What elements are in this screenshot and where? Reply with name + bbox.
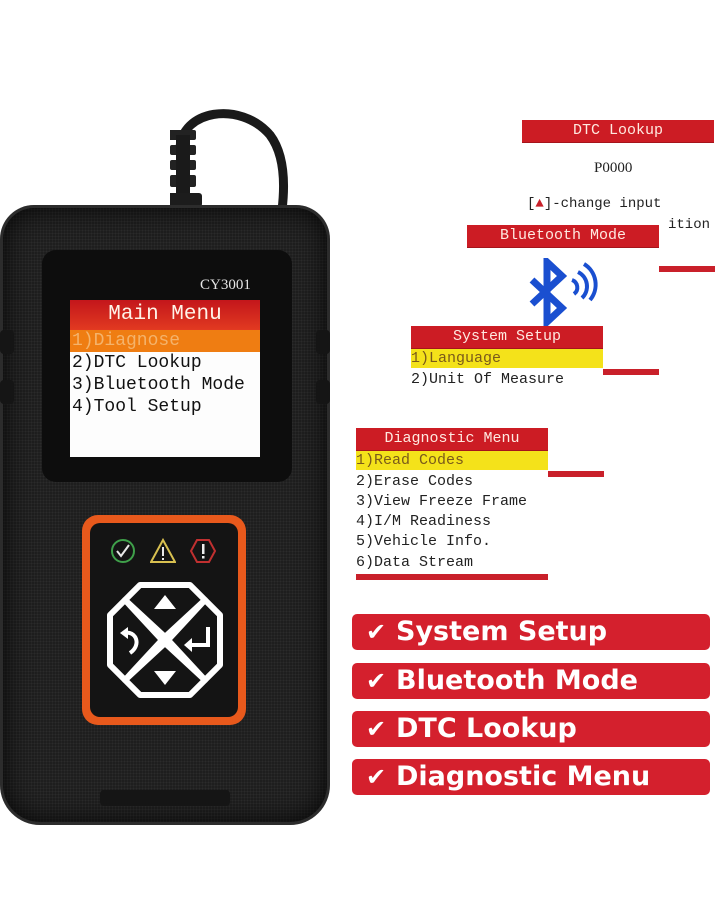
check-icon: ✔ [366,763,387,791]
check-icon: ✔ [366,667,387,695]
screen-title: Main Menu [70,300,260,330]
grip-ridge [0,380,14,404]
red-underline [356,574,548,580]
down-arrow-icon [154,671,176,685]
system-setup-title: System Setup [411,326,603,348]
dtc-hint-down-partial: ition [668,217,711,233]
bluetooth-mode-title: Bluetooth Mode [467,225,659,247]
dtc-hint-up: [▲]-change input [527,196,662,212]
setup-item-language[interactable]: 1)Language [411,349,603,368]
setup-item-unit-of-measure[interactable]: 2)Unit Of Measure [411,371,565,388]
bottom-ridge [100,790,230,806]
diag-item-erase-codes[interactable]: 2)Erase Codes [356,473,474,490]
enter-key[interactable] [165,597,223,683]
error-hexagon-icon [190,539,216,563]
feature-dtc-lookup: ✔DTC Lookup [352,711,710,747]
feature-system-setup: ✔System Setup [352,614,710,650]
warning-triangle-icon [150,538,176,563]
bluetooth-icon [529,258,598,326]
feature-bluetooth-mode: ✔Bluetooth Mode [352,663,710,699]
enter-arrow-icon [190,627,210,647]
menu-item-tool-setup[interactable]: 4)Tool Setup [72,397,202,417]
up-triangle-icon: ▲ [535,196,544,212]
menu-item-dtc-lookup[interactable]: 2)DTC Lookup [72,353,202,373]
red-underline [548,471,604,477]
diag-item-view-freeze-frame[interactable]: 3)View Freeze Frame [356,493,528,510]
check-icon: ✔ [366,715,387,743]
grip-ridge [316,330,330,354]
diag-item-data-stream[interactable]: 6)Data Stream [356,554,474,571]
check-icon: ✔ [366,618,387,646]
menu-item-bluetooth-mode[interactable]: 3)Bluetooth Mode [72,375,245,395]
dtc-code-value: P0000 [594,160,633,176]
red-underline [659,266,715,272]
dtc-lookup-title: DTC Lookup [522,120,714,142]
check-ok-icon [111,539,135,563]
menu-item-diagnose[interactable]: 1)Diagnose [70,330,260,352]
obd-cable [170,109,289,215]
diag-item-read-codes[interactable]: 1)Read Codes [356,451,548,470]
grip-ridge [0,330,14,354]
model-label: CY3001 [200,277,251,293]
diag-item-vehicle-info[interactable]: 5)Vehicle Info. [356,533,492,550]
directional-keypad [107,582,223,698]
feature-diagnostic-menu: ✔Diagnostic Menu [352,759,710,795]
up-arrow-icon [154,595,176,609]
grip-ridge [316,380,330,404]
device-screen: Main Menu 1)Diagnose 2)DTC Lookup 3)Blue… [70,300,260,457]
diag-item-im-readiness[interactable]: 4)I/M Readiness [356,513,492,530]
red-underline [603,369,659,375]
diagnostic-menu-title: Diagnostic Menu [356,428,548,450]
